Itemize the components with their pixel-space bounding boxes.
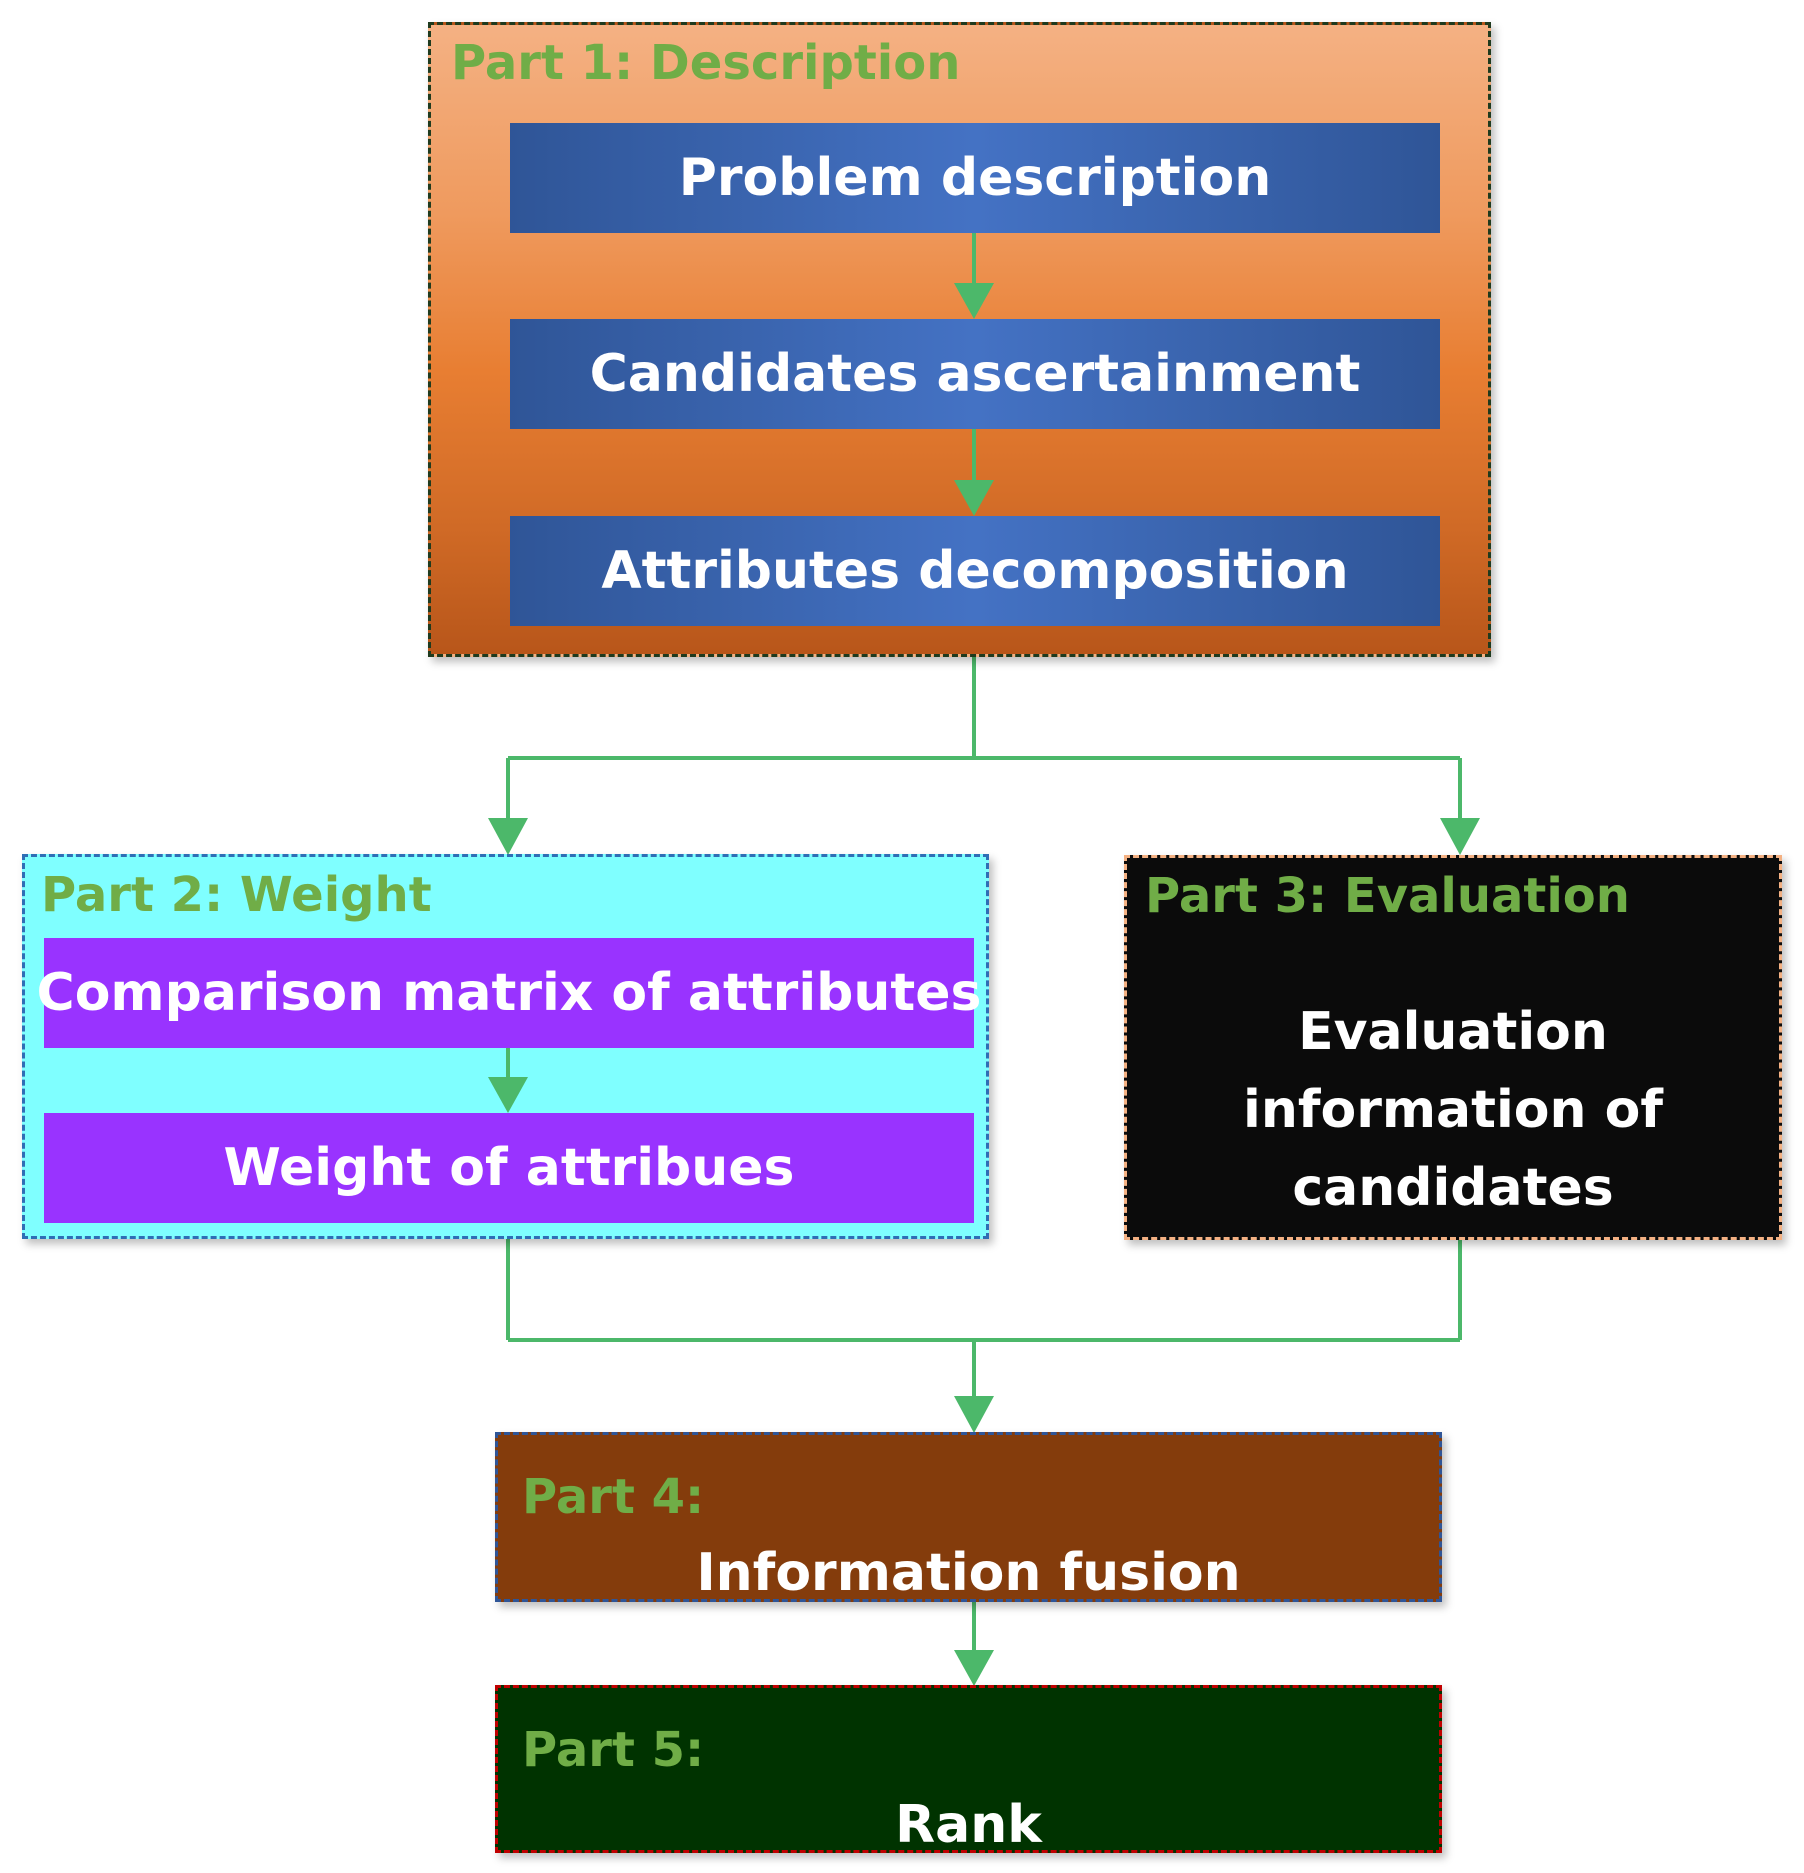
part3-line-2: information of — [1243, 1080, 1663, 1140]
part3-title: Part 3: Evaluation — [1145, 868, 1630, 924]
part2-inner-connectors — [488, 1048, 528, 1113]
part5-title: Part 5: — [522, 1722, 705, 1778]
part5-text: Rank — [895, 1795, 1042, 1855]
part5-container: Part 5: Rank — [495, 1685, 1442, 1855]
part3-body: Evaluation information of candidates — [1127, 993, 1779, 1227]
part4-text: Information fusion — [696, 1543, 1241, 1603]
part1-title: Part 1: Description — [451, 35, 961, 91]
arrowhead-step2 — [954, 283, 994, 319]
step-weight-of-attributes: Weight of attribues — [44, 1113, 974, 1223]
step-problem-description: Problem description — [510, 123, 1440, 233]
part2-title: Part 2: Weight — [41, 867, 432, 923]
step-comparison-matrix: Comparison matrix of attributes — [37, 938, 981, 1048]
part1-container: Part 1: Description Problem description … — [428, 22, 1491, 657]
arrowhead-part3 — [1440, 818, 1480, 855]
step-attributes-decomposition: Attributes decomposition — [510, 516, 1440, 626]
part4-title: Part 4: — [522, 1469, 705, 1525]
part3-container: Part 3: Evaluation Evaluation informatio… — [1124, 855, 1782, 1240]
arrowhead-part4 — [954, 1396, 994, 1433]
part3-line-1: Evaluation — [1298, 1002, 1608, 1062]
part3-line-3: candidates — [1292, 1158, 1614, 1218]
step-candidates-ascertainment: Candidates ascertainment — [510, 319, 1440, 429]
part1-inner-connectors — [954, 233, 994, 516]
arrowhead-part2 — [488, 818, 528, 855]
arrowhead-part5 — [954, 1650, 994, 1686]
part2-container: Part 2: Weight Comparison matrix of attr… — [22, 854, 989, 1239]
arrowhead-step3 — [954, 480, 994, 516]
arrowhead-weight — [488, 1077, 528, 1113]
part4-container: Part 4: Information fusion — [495, 1432, 1442, 1603]
